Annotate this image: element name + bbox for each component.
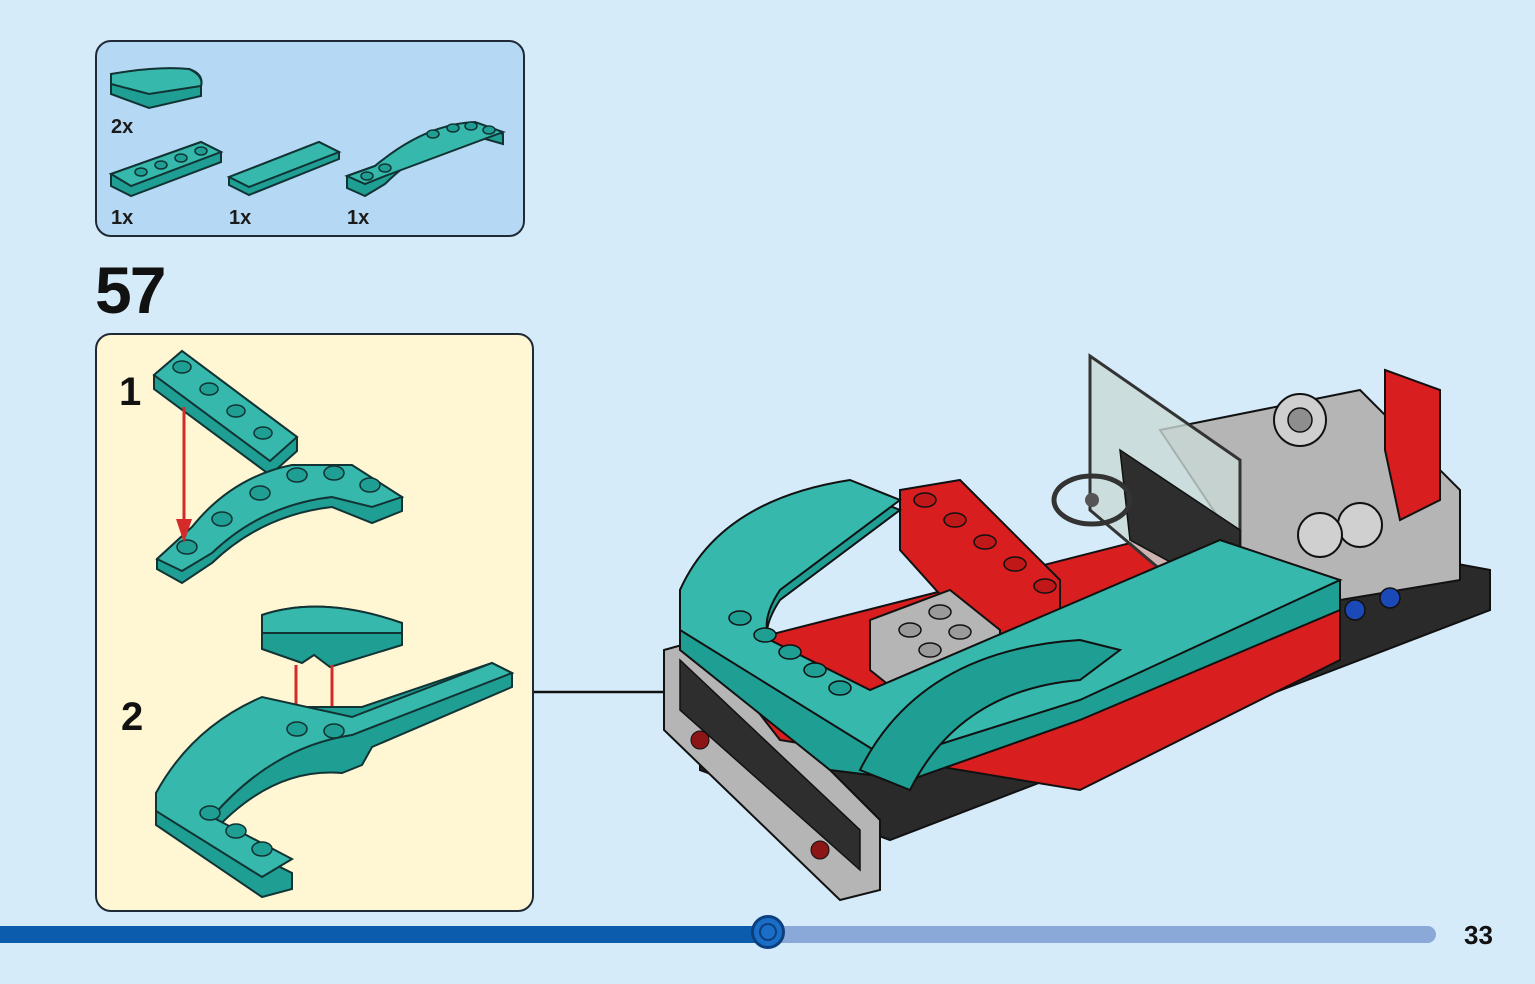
progress-knob bbox=[751, 915, 786, 949]
part-quantity: 1x bbox=[347, 207, 370, 229]
teal-arch-plate-icon bbox=[344, 120, 506, 198]
progress-fill bbox=[0, 926, 769, 943]
car-model-illustration bbox=[663, 353, 1491, 902]
substep-number: 1 bbox=[119, 370, 142, 414]
teal-tile-1x4-icon bbox=[226, 140, 342, 197]
step-number: 57 bbox=[95, 253, 166, 327]
part-quantity: 1x bbox=[111, 207, 134, 229]
sub-assembly-panel: 1 2 bbox=[95, 333, 534, 912]
substep-1-illustration bbox=[152, 349, 405, 585]
instruction-progress-bar bbox=[0, 915, 1436, 949]
teal-plate-1x4-icon bbox=[108, 140, 224, 198]
teal-curved-slope-icon bbox=[110, 67, 203, 110]
part-quantity: 2x bbox=[111, 116, 134, 138]
substep-number: 2 bbox=[121, 695, 144, 739]
substep-2-illustration bbox=[155, 605, 515, 899]
page-number: 33 bbox=[1464, 920, 1493, 950]
part-quantity: 1x bbox=[229, 207, 252, 229]
parts-list-panel: 2x 1x 1x 1x bbox=[95, 40, 525, 237]
